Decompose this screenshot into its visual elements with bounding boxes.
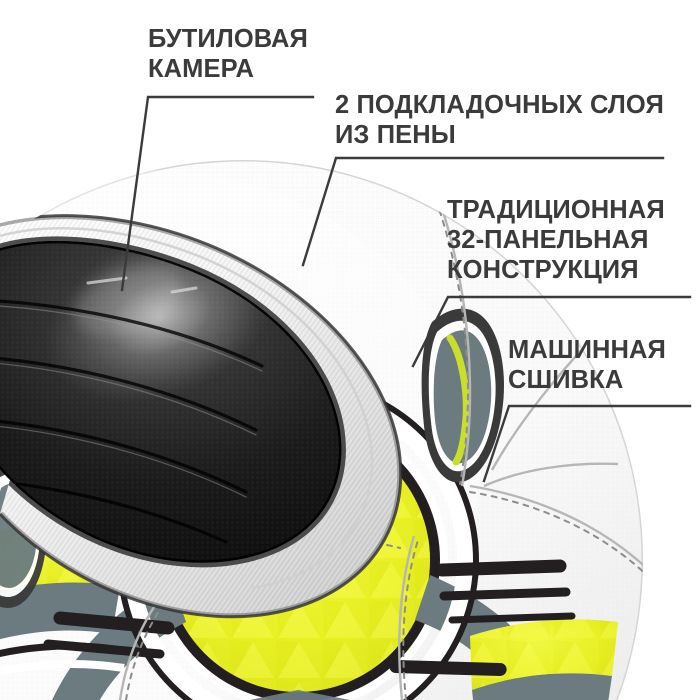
callout-label-panels: ТРАДИЦИОННАЯ 32-ПАНЕЛЬНАЯ КОНСТРУКЦИЯ bbox=[447, 196, 665, 284]
ball-pin-marks bbox=[43, 559, 576, 676]
callout-label-foam: 2 ПОДКЛАДОЧНЫХ СЛОЯ ИЗ ПЕНЫ bbox=[335, 91, 664, 149]
ball-right-accent bbox=[470, 619, 618, 700]
callout-label-stitching: МАШИННАЯ СШИВКА bbox=[508, 336, 666, 394]
callout-label-bladder: БУТИЛОВАЯ КАМЕРА bbox=[148, 25, 308, 83]
